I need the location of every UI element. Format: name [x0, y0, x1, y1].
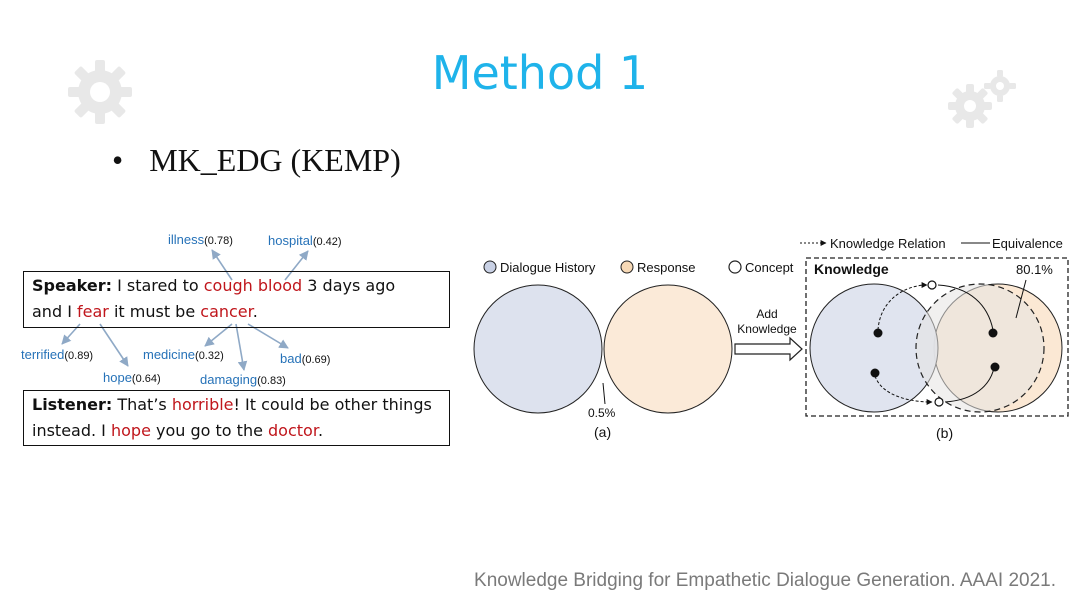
overlap-b-pointer: [1015, 279, 1027, 319]
add-knowledge-arrow-icon: [734, 336, 803, 362]
knowledge-box: [805, 257, 1069, 417]
keyword-medicine: medicine(0.32): [143, 347, 224, 362]
overlap-a-pointer: [602, 382, 606, 405]
listener-utterance-box: Listener: That’s horrible! It could be o…: [23, 390, 450, 446]
bullet-text: MK_EDG (KEMP): [149, 142, 401, 178]
bullet-item: • MK_EDG (KEMP): [112, 142, 401, 179]
concept-dot: [990, 362, 1000, 372]
concept-dot: [988, 328, 998, 338]
slide-title: Method 1: [431, 46, 649, 100]
speaker-line-1: Speaker: I stared to cough blood 3 days …: [32, 276, 396, 295]
concept-node: [934, 397, 944, 407]
add-knowledge-line-1: Add: [756, 307, 777, 321]
add-knowledge-line-2: Knowledge: [737, 322, 797, 336]
equivalence-lower: [944, 367, 995, 403]
gears-icon: [948, 70, 1016, 128]
keyword-hospital: hospital(0.42): [268, 233, 342, 248]
caption-a: (a): [594, 424, 611, 440]
keyword-terrified: terrified(0.89): [21, 347, 94, 362]
venn-b-expanded-history: [915, 283, 1045, 413]
concept-node: [927, 280, 937, 290]
speaker-utterance-box: Speaker: I stared to cough blood 3 days …: [23, 271, 450, 328]
legend-concept: Concept: [745, 260, 794, 275]
knowledge-relation-lower: [874, 375, 933, 405]
legend-response: Response: [637, 260, 696, 275]
legend-response-swatch: [620, 260, 634, 274]
listener-line-1: Listener: That’s horrible! It could be o…: [32, 395, 432, 414]
concept-dot: [870, 368, 880, 378]
bullet-marker: •: [112, 142, 124, 178]
venn-a-history: [473, 284, 603, 414]
overlap-a-value: 0.5%: [588, 406, 616, 420]
keyword-bad: bad(0.69): [280, 351, 331, 366]
speaker-line-2: and I fear it must be cancer.: [32, 302, 258, 321]
caption-b: (b): [936, 425, 953, 441]
legend-concept-swatch: [728, 260, 742, 274]
legend-history: Dialogue History: [500, 260, 596, 275]
speaker-role: Speaker:: [32, 276, 112, 295]
citation: Knowledge Bridging for Empathetic Dialog…: [474, 570, 1056, 591]
overlap-b-value: 80.1%: [1016, 262, 1053, 277]
keyword-illness: illness(0.78): [168, 232, 233, 247]
keyword-damaging: damaging(0.83): [200, 372, 286, 387]
venn-a-response: [603, 284, 733, 414]
legend-history-swatch: [483, 260, 497, 274]
concept-dot: [873, 328, 883, 338]
knowledge-relation-upper: [877, 282, 928, 331]
gear-icon: [68, 60, 132, 124]
listener-line-2: instead. I hope you go to the doctor.: [32, 421, 324, 440]
listener-role: Listener:: [32, 395, 113, 414]
legend-equivalence: Equivalence: [992, 236, 1063, 251]
equivalence-upper: [937, 284, 994, 331]
knowledge-label: Knowledge: [814, 261, 889, 277]
keyword-hope: hope(0.64): [103, 370, 161, 385]
legend-knowledge-relation: Knowledge Relation: [830, 236, 946, 251]
